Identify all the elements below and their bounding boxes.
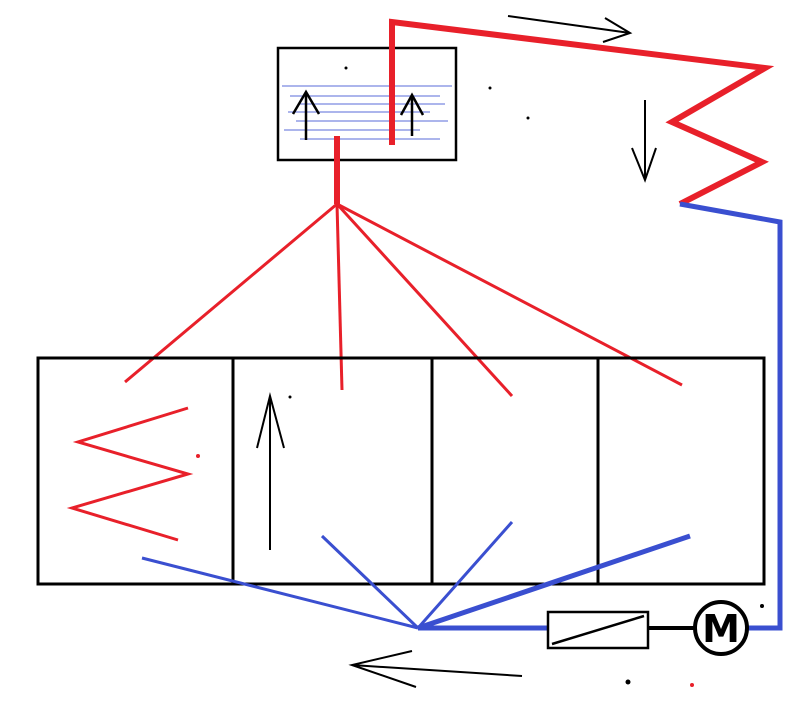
tank-arrow-up-right-icon	[399, 92, 425, 136]
radiator-coil-icon	[66, 406, 194, 542]
cold-branches	[141, 521, 691, 631]
stray-dot	[488, 86, 492, 90]
hot-supply-pipe	[389, 18, 775, 207]
building-block	[36, 356, 766, 586]
tank-arrow-up-left-icon	[291, 89, 321, 140]
stray-dot	[760, 604, 764, 608]
expansion-tank	[276, 46, 458, 162]
red-dot	[196, 454, 200, 458]
stray-dot	[625, 679, 631, 685]
motor-icon: M	[693, 600, 749, 656]
motor-label: M	[702, 607, 740, 651]
cold-return-thin	[679, 203, 781, 223]
stray-dot	[526, 116, 530, 120]
stray-dot	[344, 66, 348, 70]
flow-arrow-right-icon	[507, 15, 633, 43]
flow-arrow-left-icon	[348, 650, 523, 688]
valve-icon	[546, 610, 650, 650]
black-dot	[288, 395, 292, 399]
building-outline	[36, 356, 766, 586]
stray-dot-red	[690, 683, 694, 687]
tank-outline	[276, 46, 458, 162]
flow-arrow-down-icon	[631, 100, 657, 183]
section-arrow-up-icon	[256, 392, 285, 550]
